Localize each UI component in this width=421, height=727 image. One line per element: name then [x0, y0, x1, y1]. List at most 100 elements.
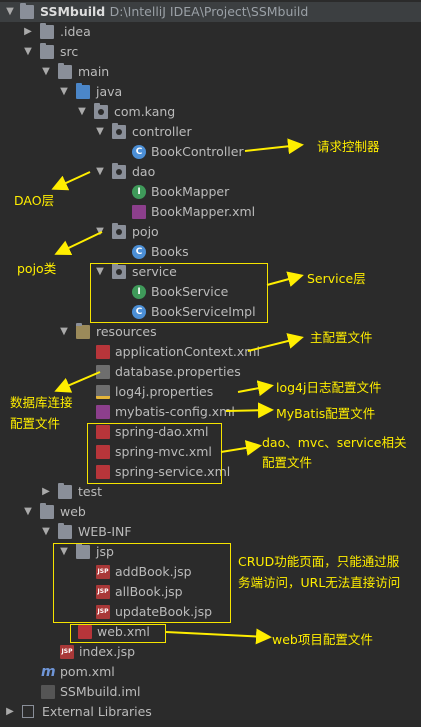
tree-row-spring-dao[interactable]: spring-dao.xml	[0, 422, 240, 442]
tree-row-main[interactable]: ▼ main	[0, 62, 421, 82]
class-icon: C	[132, 145, 146, 159]
arrow-controller	[244, 138, 304, 155]
annotation-db-line1: 数据库连接	[10, 395, 73, 410]
tree-label: index.jsp	[79, 644, 136, 659]
spring-config-highlight-box	[87, 423, 222, 484]
tree-label: Books	[151, 244, 189, 259]
source-folder-icon	[76, 83, 90, 99]
tree-row-com-kang[interactable]: ▼ com.kang	[0, 102, 421, 122]
folder-icon	[40, 43, 54, 59]
chevron-down-icon[interactable]: ▼	[24, 46, 32, 57]
tree-label: database.properties	[115, 364, 241, 379]
library-icon	[22, 705, 34, 718]
tree-row-application-context[interactable]: applicationContext.xml	[0, 342, 260, 362]
tree-row-dao[interactable]: ▼ dao	[0, 162, 240, 182]
folder-icon	[20, 3, 34, 19]
folder-icon	[40, 23, 54, 39]
tree-row-web[interactable]: ▼ web	[0, 502, 240, 522]
chevron-down-icon[interactable]: ▼	[96, 226, 104, 237]
chevron-down-icon[interactable]: ▼	[96, 126, 104, 137]
annotation-web: web项目配置文件	[272, 632, 373, 647]
chevron-right-icon[interactable]: ▶	[24, 26, 32, 37]
annotation-service: Service层	[307, 271, 366, 286]
class-icon: C	[132, 305, 146, 319]
tree-row-web-inf[interactable]: ▼ WEB-INF	[0, 522, 240, 542]
annotation-crud-line2: 务端访问，URL无法直接访问	[238, 575, 401, 590]
xml-file-icon	[96, 405, 110, 419]
tree-label: mybatis-config.xml	[115, 404, 235, 419]
tree-label: .idea	[60, 24, 91, 39]
chevron-down-icon[interactable]: ▼	[24, 506, 32, 517]
tree-label: test	[78, 484, 103, 499]
tree-label: BookServiceImpl	[151, 304, 256, 319]
annotation-db-line2: 配置文件	[10, 416, 61, 431]
chevron-down-icon[interactable]: ▼	[42, 526, 50, 537]
tree-row-jsp[interactable]: ▼ jsp	[0, 542, 230, 562]
properties-file-icon	[96, 365, 110, 379]
tree-row-index-jsp[interactable]: JSP index.jsp	[0, 642, 170, 662]
tree-label: pom.xml	[60, 664, 115, 679]
jsp-file-icon: JSP	[96, 605, 110, 619]
package-icon	[94, 103, 108, 119]
tree-row-database-properties[interactable]: database.properties	[0, 362, 241, 382]
tree-row-iml[interactable]: SSMbuild.iml	[0, 682, 170, 702]
folder-icon	[76, 543, 90, 559]
chevron-down-icon[interactable]: ▼	[96, 266, 104, 277]
chevron-down-icon[interactable]: ▼	[42, 66, 50, 77]
tree-row-test[interactable]: ▶ test	[0, 482, 240, 502]
spring-xml-icon	[96, 445, 110, 459]
tree-row-all-book[interactable]: JSP allBook.jsp	[0, 582, 230, 602]
arrow-log4j	[237, 380, 274, 397]
tree-row-src[interactable]: ▼ src	[0, 42, 421, 62]
tree-row-update-book[interactable]: JSP updateBook.jsp	[0, 602, 230, 622]
spring-xml-icon	[96, 345, 110, 359]
module-file-icon	[41, 685, 55, 699]
tree-row-external-libraries[interactable]: ▶ External Libraries	[0, 702, 200, 722]
tree-label: addBook.jsp	[115, 564, 192, 579]
tree-row-idea[interactable]: ▶ .idea	[0, 22, 421, 42]
tree-row-pojo[interactable]: ▼ pojo	[0, 222, 240, 242]
chevron-down-icon[interactable]: ▼	[60, 546, 68, 557]
tree-row-spring-service[interactable]: spring-service.xml	[0, 462, 240, 482]
tree-row-controller[interactable]: ▼ controller	[0, 122, 421, 142]
tree-row-book-service[interactable]: I BookService	[0, 282, 240, 302]
tree-label: spring-dao.xml	[115, 424, 209, 439]
tree-label: allBook.jsp	[115, 584, 183, 599]
tree-label: java	[96, 84, 123, 99]
tree-row-pom-xml[interactable]: m pom.xml	[0, 662, 170, 682]
tree-row-java[interactable]: ▼ java	[0, 82, 421, 102]
root-selection	[0, 2, 421, 22]
tree-row-spring-mvc[interactable]: spring-mvc.xml	[0, 442, 240, 462]
annotation-controller: 请求控制器	[317, 139, 380, 154]
tree-row-service[interactable]: ▼ service	[0, 262, 240, 282]
chevron-down-icon[interactable]: ▼	[60, 326, 68, 337]
arrow-service	[266, 271, 304, 287]
interface-icon: I	[132, 285, 146, 299]
package-icon	[112, 263, 126, 279]
tree-row-book-mapper[interactable]: I BookMapper	[0, 182, 240, 202]
tree-label: SSMbuild.iml	[60, 684, 141, 699]
tree-row-resources[interactable]: ▼ resources	[0, 322, 240, 342]
tree-row-add-book[interactable]: JSP addBook.jsp	[0, 562, 230, 582]
tree-row-book-service-impl[interactable]: C BookServiceImpl	[0, 302, 256, 322]
tree-row-mybatis-config[interactable]: mybatis-config.xml	[0, 402, 240, 422]
tree-label: External Libraries	[42, 704, 152, 719]
chevron-down-icon[interactable]: ▼	[96, 166, 104, 177]
jsp-highlight-box	[53, 543, 231, 623]
annotation-dao: DAO层	[14, 193, 55, 208]
tree-row-web-xml[interactable]: web.xml	[0, 622, 170, 642]
chevron-down-icon[interactable]: ▼	[78, 106, 86, 117]
tree-row-project[interactable]: ▼ SSMbuild D:\IntelliJ IDEA\Project\SSMb…	[0, 2, 421, 22]
tree-row-books[interactable]: C Books	[0, 242, 240, 262]
project-name: SSMbuild D:\IntelliJ IDEA\Project\SSMbui…	[40, 4, 309, 19]
tree-row-book-mapper-xml[interactable]: BookMapper.xml	[0, 202, 260, 222]
chevron-right-icon[interactable]: ▶	[42, 486, 50, 497]
tree-label: controller	[132, 124, 192, 139]
chevron-down-icon[interactable]: ▼	[60, 86, 68, 97]
arrow-web	[165, 628, 272, 645]
chevron-right-icon[interactable]: ▶	[6, 706, 14, 717]
chevron-down-icon[interactable]: ▼	[6, 6, 14, 17]
package-icon	[112, 123, 126, 139]
properties-file-icon	[96, 385, 110, 399]
tree-row-book-controller[interactable]: C BookController	[0, 142, 244, 162]
